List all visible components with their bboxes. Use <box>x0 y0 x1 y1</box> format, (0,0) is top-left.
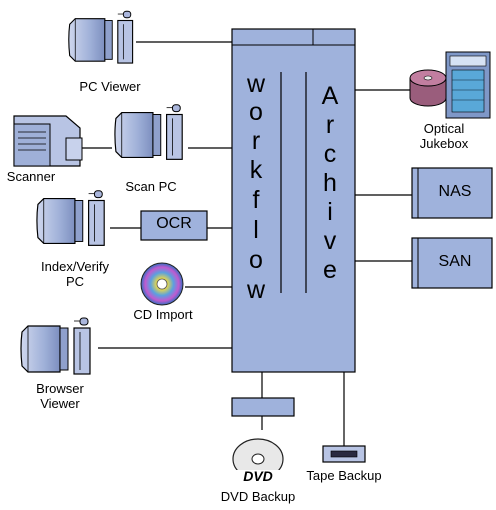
dvd-disc-icon: DVD <box>232 438 284 484</box>
workflow-letter: w <box>246 276 266 304</box>
workflow-letter: f <box>252 186 260 214</box>
workflow-letter: o <box>249 246 263 274</box>
nas-box <box>411 167 493 219</box>
archive-letter: c <box>323 140 337 168</box>
index-verify-label-line1: Index/Verify <box>41 259 109 274</box>
pc-viewer-label: PC Viewer <box>79 79 141 94</box>
optical-jukebox-label-line1: Optical <box>423 121 465 136</box>
scan-pc-label: Scan PC <box>125 179 177 194</box>
dvd-backup-label: DVD Backup <box>220 489 296 504</box>
pc-viewer-workstation-icon <box>68 10 134 64</box>
ocr-box <box>140 210 208 241</box>
cd-import-label: CD Import <box>133 307 193 322</box>
archive-letter: A <box>321 82 339 110</box>
archive-letter: r <box>325 111 335 139</box>
ocr-label: OCR <box>156 215 192 232</box>
archive-letter: v <box>323 227 337 255</box>
cd-icon <box>140 262 184 306</box>
browser-viewer-label-line2: Viewer <box>40 396 80 411</box>
workflow-archive-core <box>231 28 356 373</box>
workflow-letter: w <box>246 70 266 98</box>
index-verify-workstation-icon <box>36 190 105 247</box>
connector-lines <box>82 41 414 446</box>
index-verify-label-line2: PC <box>65 274 85 289</box>
archive-letter: i <box>327 198 333 226</box>
browser-viewer-workstation-icon <box>20 317 91 375</box>
san-box <box>411 237 493 289</box>
san-label: SAN <box>438 253 472 270</box>
dvd-writer-box <box>231 397 295 417</box>
browser-viewer-label-line1: Browser <box>36 381 84 396</box>
archive-letter: e <box>323 256 337 284</box>
workflow-letter: l <box>253 216 259 244</box>
workflow-letter: k <box>249 156 263 184</box>
tape-drive-icon <box>322 445 366 463</box>
optical-jukebox-label-line2: Jukebox <box>419 136 469 151</box>
core-block <box>231 28 356 373</box>
scanner-label: Scanner <box>6 169 56 184</box>
tape-backup-label: Tape Backup <box>306 468 382 483</box>
dvd-logo-text: DVD <box>243 468 273 484</box>
nas-label: NAS <box>438 183 472 200</box>
archive-letter: h <box>323 169 337 197</box>
workflow-letter: o <box>249 98 263 126</box>
scanner-icon <box>13 115 83 167</box>
optical-jukebox-icon <box>409 51 491 119</box>
workflow-letter: r <box>251 127 261 155</box>
scan-pc-workstation-icon <box>114 104 183 160</box>
